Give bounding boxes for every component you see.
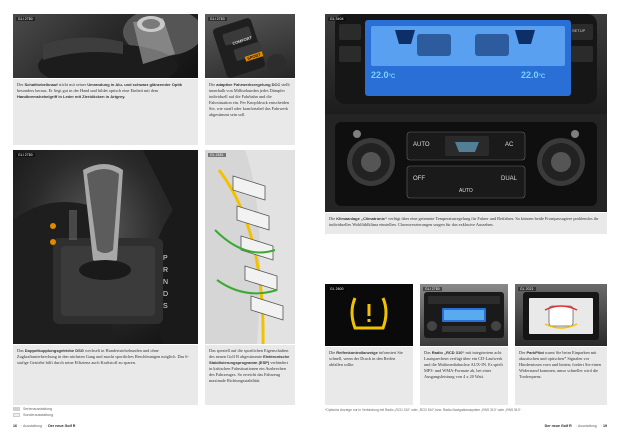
caption-emphasis: Umrandung in Alu- und schwarz glänzender… (87, 82, 182, 87)
climate-illustration (325, 14, 607, 212)
caption-text: Die (209, 82, 217, 87)
legend-serial: Serienausstattung (13, 407, 53, 412)
climate-temp-left: 22.0°C (371, 70, 396, 80)
radio-caption: Das Radio „RCD 310“ mit integriertem ach… (420, 347, 508, 405)
esp-illustration (205, 150, 295, 344)
caption-text: Die (329, 216, 337, 221)
photo-code: GL 2600 (328, 287, 346, 291)
footer-right: Der neue Golf R · Ausstattung · 19 (544, 424, 607, 428)
dsg-illustration: P R N D S (13, 150, 198, 344)
caption-emphasis: adaptive Fahrwerksregelung DCC (216, 82, 281, 87)
caption-text: besonders heraus. Er liegt gut in der Ha… (17, 87, 159, 93)
photo-code: GLI 2780 (16, 153, 35, 157)
svg-text:N: N (163, 279, 168, 286)
caption-emphasis: Handbremshebelgriff in Leder mit Zierblö… (17, 93, 126, 99)
legend-sonder: Sonderausstattung (13, 413, 53, 418)
off-button: OFF (413, 176, 425, 182)
photo-code: GLI 2780 (423, 287, 442, 291)
caption-text: warnt Sie beim Einparken mit akustischen… (519, 350, 601, 379)
caption-text: informiert Sie schnell, wenn der Druck i… (329, 350, 403, 367)
dcc-photo: GLI 2783 COMFORT SPORT (205, 14, 295, 78)
climate-caption: Die Klimaanlage „Climatronic“ verfügt üb… (325, 213, 607, 234)
caption-text: verfügt über eine getrennte Temperaturre… (329, 216, 599, 227)
photo-code: GL 2481 (208, 153, 226, 157)
caption-text: Das speziell auf die sportlichen Eigensc… (209, 348, 289, 359)
svg-text:P: P (163, 255, 168, 262)
caption-text: verhindert in kritischen Fahrsituationen… (209, 359, 288, 383)
gearknob-illustration (38, 14, 198, 78)
climate-photo: GL 3404 22.0°C 22.0°C SETUP AUTO AC OFF … (325, 14, 607, 212)
radio-photo: GLI 2780 (420, 284, 508, 346)
dsg-photo: P R N D S GLI 2780 (13, 150, 198, 344)
caption-text: Der (519, 350, 527, 355)
caption-text: Das (17, 348, 25, 353)
svg-text:D: D (163, 291, 168, 298)
photo-code: GL 2021 (518, 287, 536, 291)
auto-button-2: AUTO (459, 188, 473, 194)
caption-emphasis: Doppelkupplungsgetriebe DSG (24, 348, 84, 353)
caption-text: Der (17, 82, 25, 87)
tyre-photo: GL 2600 (325, 284, 413, 346)
dual-button: DUAL (501, 176, 518, 182)
parkpilot-photo: GL 2021 (515, 284, 607, 346)
legend: Serienausstattung Sonderausstattung (13, 407, 53, 418)
photo-code: GLI 2783 (208, 17, 227, 21)
caption-text: stellt innerhalb von Millisekunden jedes… (209, 82, 290, 117)
photo-code: GL 3404 (328, 17, 346, 21)
parkpilot-caption: Der ParkPilot warnt Sie beim Einparken m… (515, 347, 607, 405)
caption-emphasis: Klimaanlage „Climatronic“ (336, 216, 387, 221)
caption-text: Die (329, 350, 337, 355)
setup-button: SETUP (572, 28, 586, 33)
footer-left: 16 · Ausstattung · Der neue Golf R (13, 424, 76, 428)
photo-code: GLI 2780 (16, 17, 35, 21)
caption-text: mit integriertem acht Lautsprechern verf… (424, 350, 503, 379)
parkpilot-illustration (523, 292, 599, 340)
caption-emphasis: Reifenkontrollanzeige (336, 350, 378, 355)
sonder-swatch (13, 413, 20, 418)
caption-emphasis: Radio „RCD 310“ (431, 350, 465, 355)
caption-emphasis: ParkPilot (526, 350, 544, 355)
svg-text:R: R (163, 267, 168, 274)
svg-text:S: S (163, 303, 168, 310)
esp-caption: Das speziell auf die sportlichen Eigensc… (205, 345, 295, 405)
radio-illustration (424, 292, 504, 338)
caption-emphasis: Schalthebelknauf (24, 82, 58, 87)
serial-swatch (13, 407, 20, 412)
tyre-caption: Die Reifenkontrollanzeige informiert Sie… (325, 347, 413, 405)
caption-text: wechselt in Hundertstelsekunden und ohne… (17, 348, 189, 365)
auto-button: AUTO (413, 142, 430, 148)
tyre-warning-icon (350, 297, 388, 330)
gearknob-photo: GLI 2780 (13, 14, 198, 78)
dcc-illustration (212, 18, 287, 78)
footnote: *Optische Anzeige nur in Verbindung mit … (325, 408, 522, 412)
dsg-caption: Das Doppelkupplungsgetriebe DSG wechselt… (13, 345, 198, 405)
climate-temp-right: 22.0°C (521, 70, 546, 80)
esp-photo: GL 2481 (205, 150, 295, 344)
gearknob-caption: Der Schalthebelknauf sticht mit seiner U… (13, 79, 198, 145)
caption-text: Das (424, 350, 432, 355)
caption-text: sticht mit seiner (57, 82, 88, 87)
caption-emphasis: Elektronische Stabilisierungsprogramm (E… (209, 353, 290, 365)
ac-button: AC (505, 142, 514, 148)
dcc-caption: Die adaptive Fahrwerksregelung DCC stell… (205, 79, 295, 145)
